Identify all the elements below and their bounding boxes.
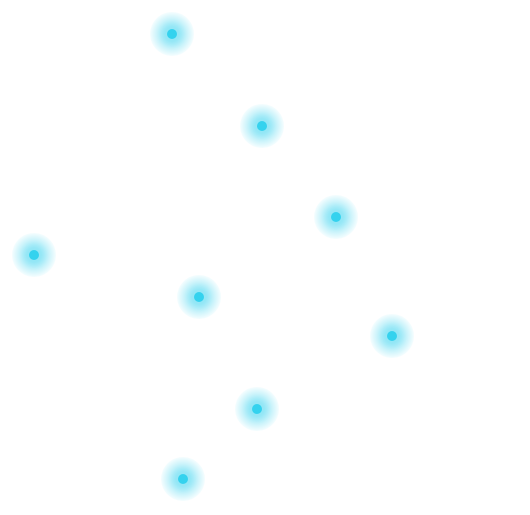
- glow-dot-halo: [161, 457, 205, 501]
- glow-dot-core: [167, 29, 177, 39]
- glow-dot-core: [331, 212, 341, 222]
- glow-dot-core: [252, 404, 262, 414]
- glow-dot-halo: [177, 275, 221, 319]
- glow-dot-halo: [370, 314, 414, 358]
- glow-dot-core: [178, 474, 188, 484]
- glow-dot-7: [235, 387, 279, 431]
- glow-dot-halo: [235, 387, 279, 431]
- glow-dot-core: [257, 121, 267, 131]
- glow-dot-1: [150, 12, 194, 56]
- glow-dot-2: [240, 104, 284, 148]
- glow-dot-3: [314, 195, 358, 239]
- glow-dot-6: [370, 314, 414, 358]
- glow-dot-halo: [314, 195, 358, 239]
- glow-dot-5: [177, 275, 221, 319]
- glow-dot-core: [29, 250, 39, 260]
- glow-dot-core: [387, 331, 397, 341]
- glow-dot-halo: [150, 12, 194, 56]
- glow-dot-8: [161, 457, 205, 501]
- glow-dot-core: [194, 292, 204, 302]
- glow-dot-halo: [12, 233, 56, 277]
- glow-dot-4: [12, 233, 56, 277]
- glow-dot-halo: [240, 104, 284, 148]
